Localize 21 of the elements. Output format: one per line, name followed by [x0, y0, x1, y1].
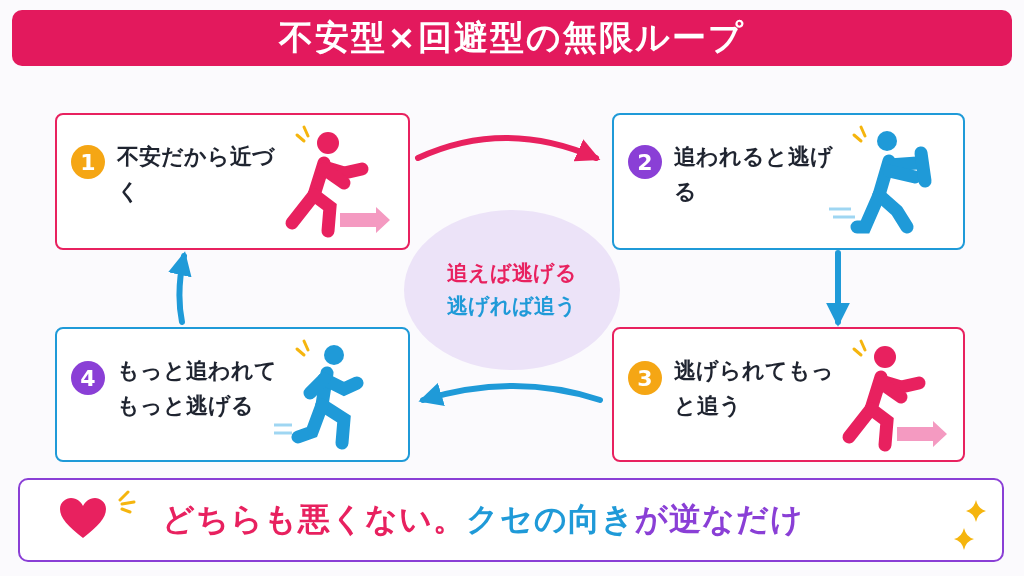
- loop-text: 逃げれば追う: [447, 293, 577, 320]
- title-banner: 不安型×回避型の無限ループ: [12, 10, 1012, 66]
- message-banner: [18, 478, 1004, 562]
- arrow: [415, 135, 601, 162]
- loop-text: 追えば逃げる: [447, 260, 577, 288]
- arrow: [168, 251, 192, 325]
- number-badge: 3: [628, 361, 662, 395]
- step-text: 追われると逃げる: [674, 143, 834, 207]
- step-text: もっと追われてもっと逃げる: [117, 357, 277, 421]
- step-text: 不安だから近づく: [117, 143, 276, 207]
- step-box: [612, 327, 965, 462]
- message-text: どちらも悪くない。クセの向き が逆なだけ: [162, 499, 804, 540]
- step-box: [55, 327, 410, 462]
- number-badge: 2: [628, 145, 662, 179]
- arrow: [826, 250, 850, 327]
- number-badge: 4: [71, 361, 105, 395]
- number-badge: 1: [71, 145, 105, 179]
- step-box: [55, 113, 410, 250]
- step-text: 逃げられてもっと追う: [674, 357, 834, 421]
- step-box: [612, 113, 965, 250]
- arrow: [418, 383, 603, 407]
